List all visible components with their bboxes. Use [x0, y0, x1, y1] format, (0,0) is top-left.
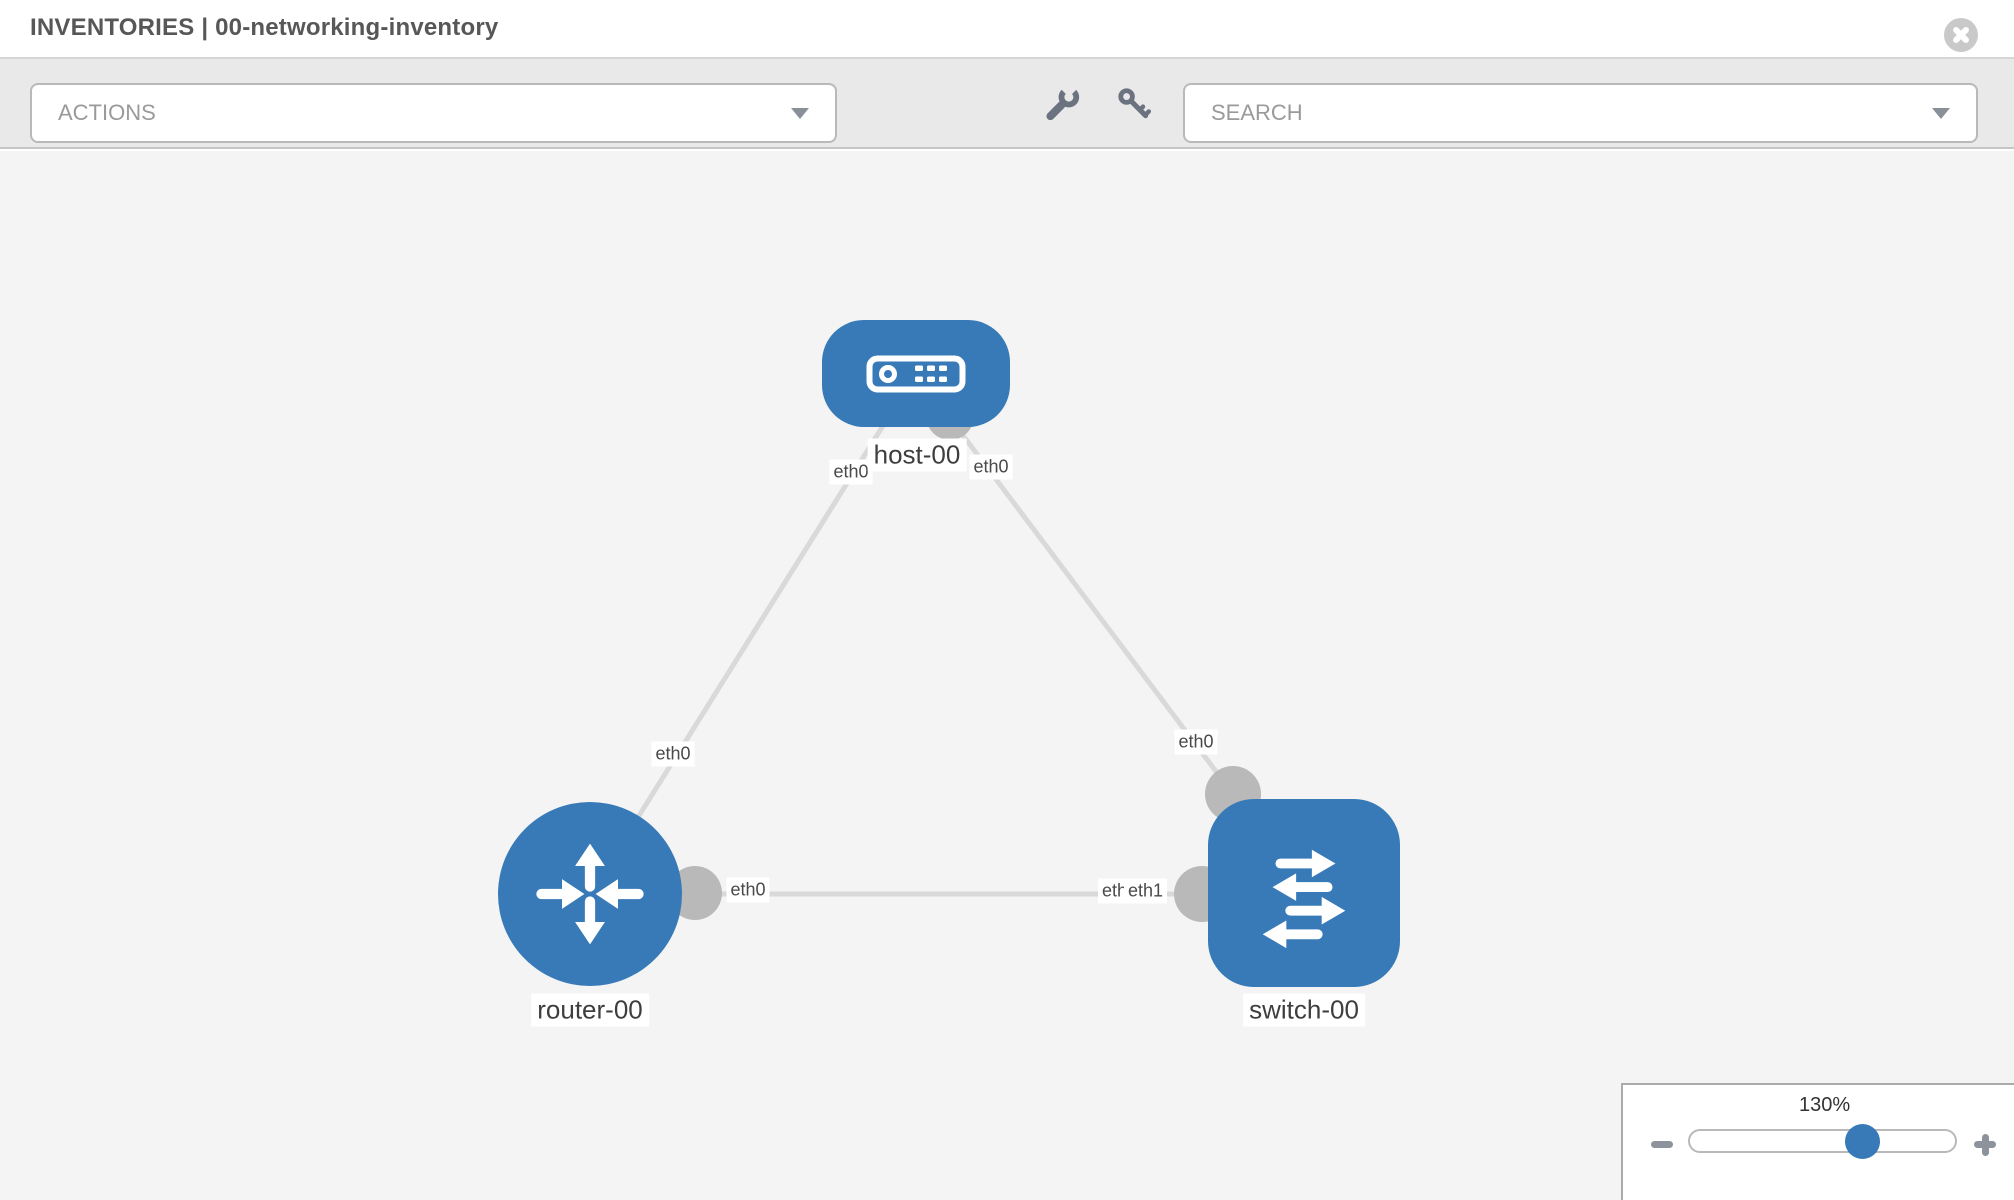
zoom-level-label: 130%	[1799, 1094, 1851, 1116]
key-icon	[1118, 88, 1152, 119]
topology-links-layer	[587, 371, 1261, 922]
switch-icon	[1262, 849, 1346, 949]
caret-down-icon	[1932, 108, 1950, 119]
search-dropdown[interactable]: SEARCH	[1183, 83, 1978, 143]
actions-dropdown[interactable]: ACTIONS	[30, 83, 837, 143]
node-label-router-00: router-00	[531, 993, 649, 1027]
zoom-in-button[interactable]	[1965, 1127, 2005, 1161]
host-icon	[866, 355, 966, 392]
node-router-00[interactable]	[498, 802, 682, 986]
configure-wrench-button[interactable]	[1040, 82, 1084, 126]
interface-label: eth0	[829, 459, 873, 485]
search-dropdown-label: SEARCH	[1211, 100, 1303, 125]
node-label-switch-00: switch-00	[1243, 993, 1365, 1027]
node-switch-00[interactable]	[1208, 799, 1400, 987]
zoom-out-button[interactable]	[1642, 1127, 1682, 1161]
plus-icon	[1981, 1133, 1989, 1156]
zoom-slider-thumb[interactable]	[1845, 1124, 1880, 1159]
router-icon	[536, 843, 644, 945]
interface-label: eth0	[1174, 729, 1218, 755]
header: INVENTORIES | 00-networking-inventory	[0, 0, 2014, 59]
topology-canvas[interactable]: eth0 eth0 eth0 eth0 eth0 eth0 eth1	[0, 151, 2014, 1200]
node-host-00[interactable]	[822, 320, 1010, 427]
node-label-host-00: host-00	[867, 438, 967, 472]
link-host-switch[interactable]	[914, 371, 1235, 796]
wrench-icon	[1046, 85, 1080, 121]
toolbar: ACTIONS SEARCH	[0, 59, 2014, 149]
minus-icon	[1651, 1141, 1673, 1148]
caret-down-icon	[791, 108, 809, 119]
port-router-right	[668, 866, 722, 920]
page-title: INVENTORIES | 00-networking-inventory	[30, 13, 499, 41]
interface-label: eth1	[1124, 878, 1168, 904]
actions-dropdown-label: ACTIONS	[58, 100, 156, 125]
close-button[interactable]	[1944, 18, 1978, 52]
interface-label: eth0	[969, 454, 1013, 480]
interface-label: eth0	[726, 877, 770, 903]
zoom-slider-track[interactable]	[1688, 1129, 1957, 1153]
credentials-key-button[interactable]	[1112, 82, 1156, 126]
interface-label: eth0	[651, 741, 695, 767]
zoom-panel: 130%	[1621, 1083, 2014, 1200]
